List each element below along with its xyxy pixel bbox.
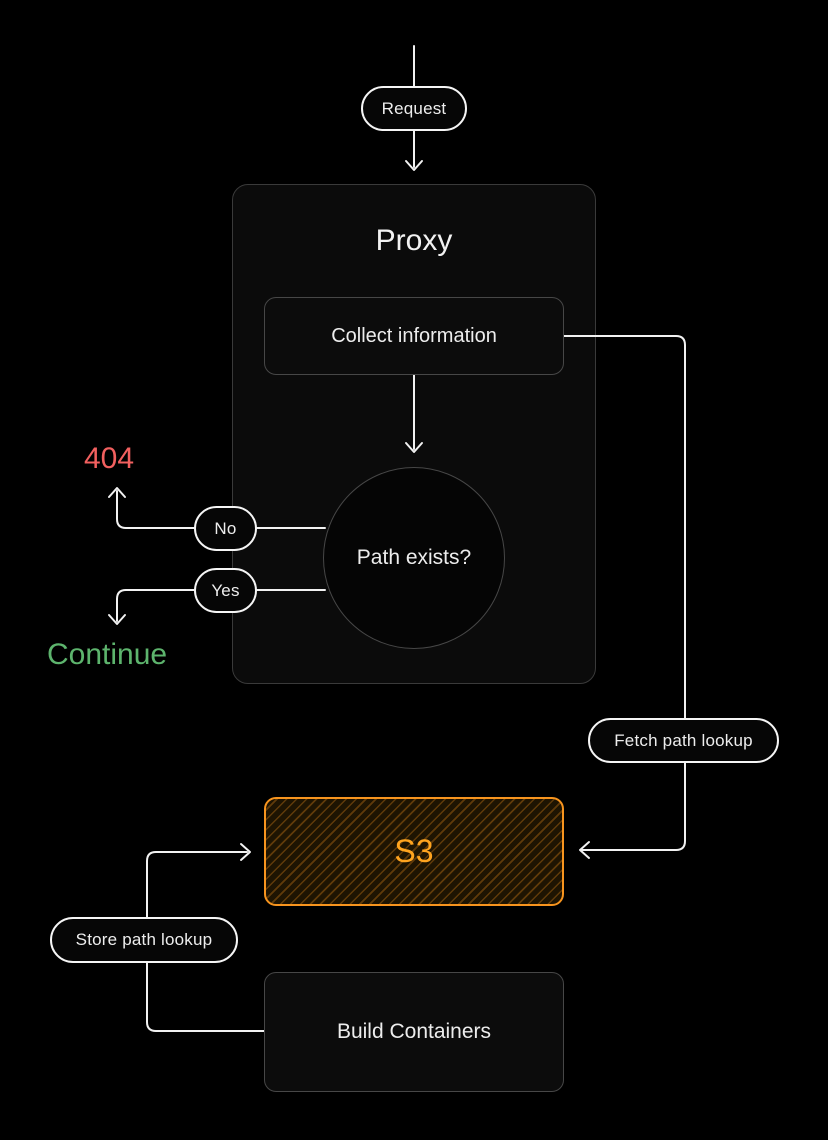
result-404-label: 404 (84, 442, 135, 475)
build-containers-node: Build Containers (264, 972, 564, 1092)
connector-collect-to-s3 (563, 335, 686, 859)
arrowhead-down-icon (405, 442, 423, 453)
edge-label-yes: Yes (194, 568, 257, 613)
arrowhead-left-icon (579, 841, 590, 859)
edge-label-store-path-lookup: Store path lookup (50, 917, 238, 963)
arrowhead-right-icon (240, 843, 251, 861)
connector-decision-yes-to-continue (108, 589, 326, 625)
collect-information-node: Collect information (264, 297, 564, 375)
arrowhead-down-icon (405, 160, 423, 171)
arrowhead-up-icon (108, 487, 126, 498)
connector-collect-to-decision (405, 373, 423, 453)
path-exists-decision-node: Path exists? (323, 467, 505, 649)
result-continue-label: Continue (47, 638, 168, 671)
connector-request-to-proxy (405, 128, 423, 171)
edge-label-fetch-path-lookup: Fetch path lookup (588, 718, 779, 763)
request-node: Request (361, 86, 467, 131)
edge-label-no: No (194, 506, 257, 551)
connector-decision-no-to-404 (108, 487, 326, 529)
arrowhead-down-icon (108, 614, 126, 625)
s3-node: S3 (264, 797, 564, 906)
